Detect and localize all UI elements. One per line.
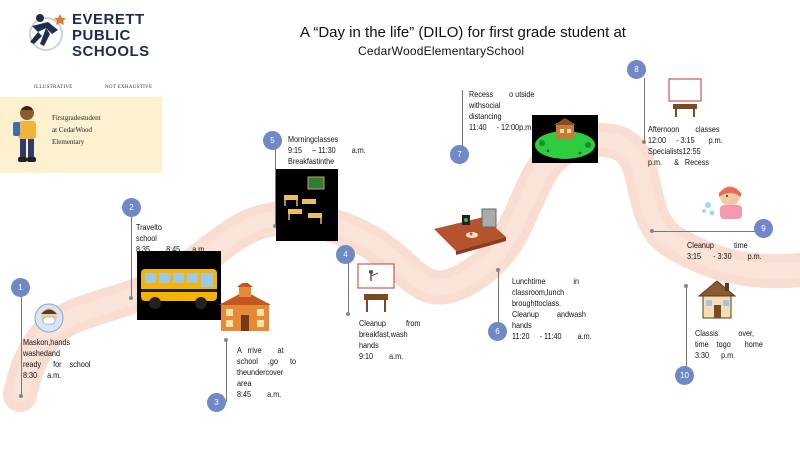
step-4-pin: [346, 312, 350, 316]
step-1-marker: 1: [11, 278, 30, 297]
step-10-text: Classis over, time togo home 3:30 p.m.: [695, 328, 763, 360]
step-7-text: Recess o utside withsocial distancing 11…: [469, 89, 535, 132]
step-9-marker: 9: [754, 219, 773, 238]
illustrative-label: ILLUSTRATIVE: [34, 85, 73, 90]
step-1-text: Maskon,hands washedand ready for school …: [23, 337, 91, 380]
logo-line-2: PUBLIC: [72, 27, 131, 44]
step-9-text: Cleanup time 3:15 - 3:30 p.m.: [687, 240, 762, 261]
step-3-marker: 3: [207, 393, 226, 412]
lunch-table-icon: [434, 208, 506, 255]
step-8-text: Afternoon classes 12:00 - 3:15 p.m. Spec…: [648, 124, 723, 167]
student-card-line-3: Elementary: [52, 138, 85, 146]
page-subtitle: CedarWoodElementarySchool: [358, 44, 525, 58]
school-bus-icon: [137, 251, 221, 320]
step-5-connector: [275, 148, 276, 226]
step-9-pin: [650, 229, 654, 233]
school-logo-icon: [29, 14, 66, 51]
mask-face-icon: [34, 303, 64, 333]
step-8-pin: [642, 140, 646, 144]
step-5-pin: [273, 224, 277, 228]
student-card-line-1: Firstgradestudent: [52, 114, 101, 122]
logo-line-3: SCHOOLS: [72, 43, 150, 60]
step-6-marker: 6: [488, 322, 507, 341]
step-9-connector: [652, 231, 756, 232]
student-card-text: Firstgradestudent at CedarWood Elementar…: [52, 112, 142, 148]
step-1-connector: [21, 292, 22, 396]
step-7-marker: 7: [450, 145, 469, 164]
classroom-desks-icon: [276, 169, 338, 241]
student-icon: [13, 106, 36, 162]
step-10-connector: [686, 286, 687, 368]
handwashing-icon: [702, 186, 742, 219]
step-2-marker: 2: [122, 198, 141, 217]
step-3-connector: [226, 340, 227, 402]
student-card-line-2: at CedarWood: [52, 126, 93, 134]
step-3-text: A rrive at school ,go to theundercover a…: [237, 345, 297, 399]
not-exhaustive-label: NOT EXHAUSTIVE: [105, 85, 153, 90]
step-2-text: Travelto school 8:35 8:45 a.m.: [136, 222, 207, 254]
step-7-connector: [462, 90, 463, 150]
school-building-icon: [219, 283, 271, 331]
step-1-pin: [19, 394, 23, 398]
step-4-marker: 4: [336, 245, 355, 264]
step-2-pin: [129, 296, 133, 300]
playground-recess-icon: [532, 115, 598, 163]
page-title: A “Day in the life” (DILO) for first gra…: [300, 24, 626, 41]
step-2-connector: [131, 215, 132, 298]
step-5-text: Morningclasses 9:15 – 11:30 a.m. Breakfa…: [288, 134, 366, 166]
step-4-text: Cleanup from breakfast,wash hands 9:10 a…: [359, 318, 421, 361]
step-5-marker: 5: [263, 131, 282, 150]
logo-wordmark: EVERETT PUBLIC SCHOOLS: [72, 12, 150, 60]
logo-line-1: EVERETT: [72, 11, 145, 28]
step-6-text: Lunchtime in classroom,lunch broughttocl…: [512, 276, 592, 341]
step-10-marker: 10: [675, 366, 694, 385]
step-6-connector: [498, 270, 499, 325]
step-10-pin: [684, 284, 688, 288]
step-3-pin: [224, 338, 228, 342]
step-8-connector: [644, 78, 645, 142]
step-4-connector: [348, 262, 349, 314]
home-house-icon: [697, 280, 737, 319]
cleanup-whiteboard-icon: [357, 263, 395, 312]
step-6-pin: [496, 268, 500, 272]
step-8-marker: 8: [627, 60, 646, 79]
afternoon-class-desk-icon: [668, 78, 702, 117]
